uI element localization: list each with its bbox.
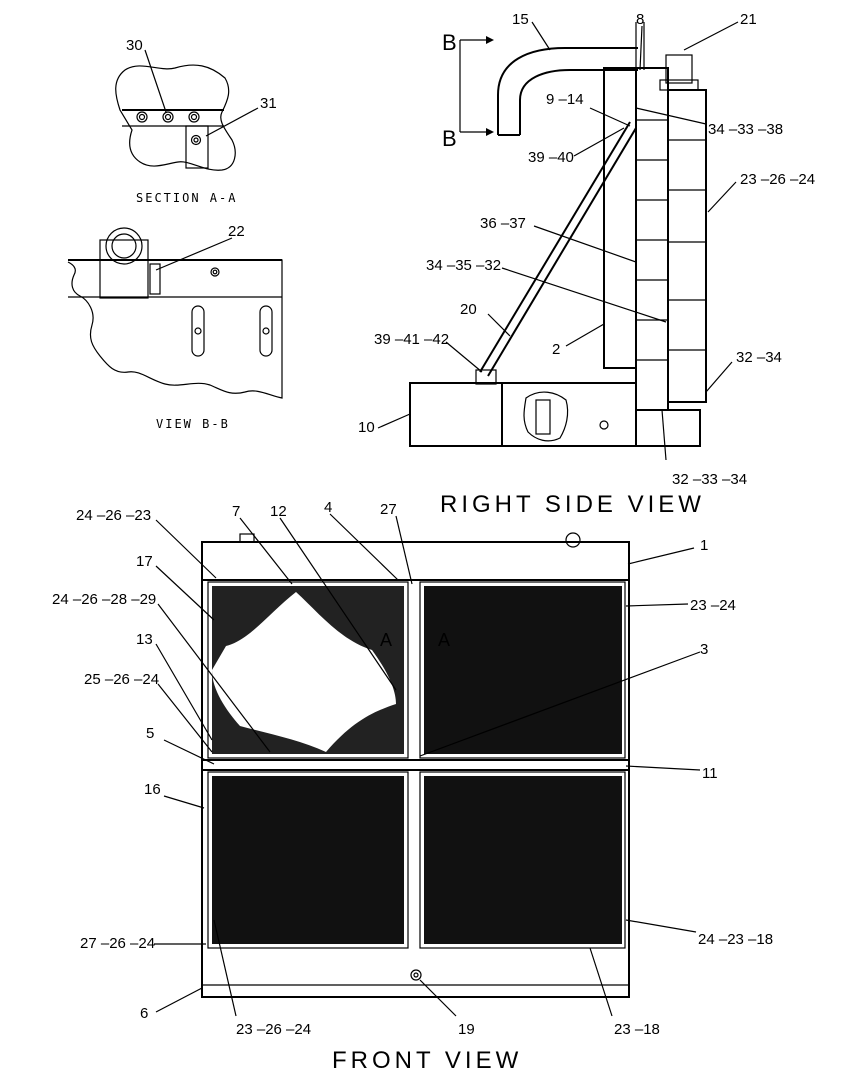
callout-20: 20: [460, 301, 477, 318]
callout-15: 15: [512, 11, 529, 28]
callout-32-33-34: 32 –33 –34: [672, 471, 747, 488]
callout-6: 6: [140, 1005, 148, 1022]
front-view: [154, 513, 701, 1017]
callout-13: 13: [136, 631, 153, 648]
view-bb-caption: VIEW B-B: [156, 417, 230, 431]
callout-7: 7: [232, 503, 240, 520]
callout-39-41-42: 39 –41 –42: [374, 331, 449, 348]
section-marker-a-left: A: [380, 630, 392, 650]
callout-4: 4: [324, 499, 332, 516]
view-bb-detail: [67, 227, 283, 399]
callout-8: 8: [636, 11, 644, 28]
callout-23-18: 23 –18: [614, 1021, 660, 1038]
callout-39-40: 39 –40: [528, 149, 574, 166]
callout-30: 30: [126, 37, 143, 54]
callout-1: 1: [700, 537, 708, 554]
callout-19: 19: [458, 1021, 475, 1038]
callout-22: 22: [228, 223, 245, 240]
front-view-title: FRONT VIEW: [332, 1047, 522, 1074]
section-aa-caption: SECTION A-A: [136, 191, 237, 205]
callout-2: 2: [552, 341, 560, 358]
callout-34-35-32: 34 –35 –32: [426, 257, 501, 274]
callout-5: 5: [146, 725, 154, 742]
callout-36-37: 36 –37: [480, 215, 526, 232]
section-aa-detail: [115, 49, 259, 171]
callout-24-26-23: 24 –26 –23: [76, 507, 151, 524]
callout-9-14: 9 –14: [546, 91, 584, 108]
callout-25-26-24: 25 –26 –24: [84, 671, 159, 688]
callout-23-26-24-rs: 23 –26 –24: [740, 171, 815, 188]
callout-32-34: 32 –34: [736, 349, 782, 366]
callout-27-26-24: 27 –26 –24: [80, 935, 155, 952]
callout-17: 17: [136, 553, 153, 570]
callout-34-33-38: 34 –33 –38: [708, 121, 783, 138]
section-marker-b-top: B: [442, 30, 457, 55]
section-marker-a-right: A: [438, 630, 450, 650]
callout-12: 12: [270, 503, 287, 520]
callout-21: 21: [740, 11, 757, 28]
callout-24-23-18: 24 –23 –18: [698, 931, 773, 948]
callout-11: 11: [702, 765, 718, 782]
callout-3: 3: [700, 641, 708, 658]
callout-31: 31: [260, 95, 277, 112]
callout-10: 10: [358, 419, 375, 436]
callout-27: 27: [380, 501, 397, 518]
section-marker-b-bottom: B: [442, 126, 457, 151]
right-side-view: [377, 21, 739, 461]
callout-23-24: 23 –24: [690, 597, 736, 614]
right-side-view-title: RIGHT SIDE VIEW: [440, 491, 705, 518]
callout-16: 16: [144, 781, 161, 798]
callout-24-26-28-29: 24 –26 –28 –29: [52, 591, 156, 608]
callout-23-26-24-fv: 23 –26 –24: [236, 1021, 311, 1038]
